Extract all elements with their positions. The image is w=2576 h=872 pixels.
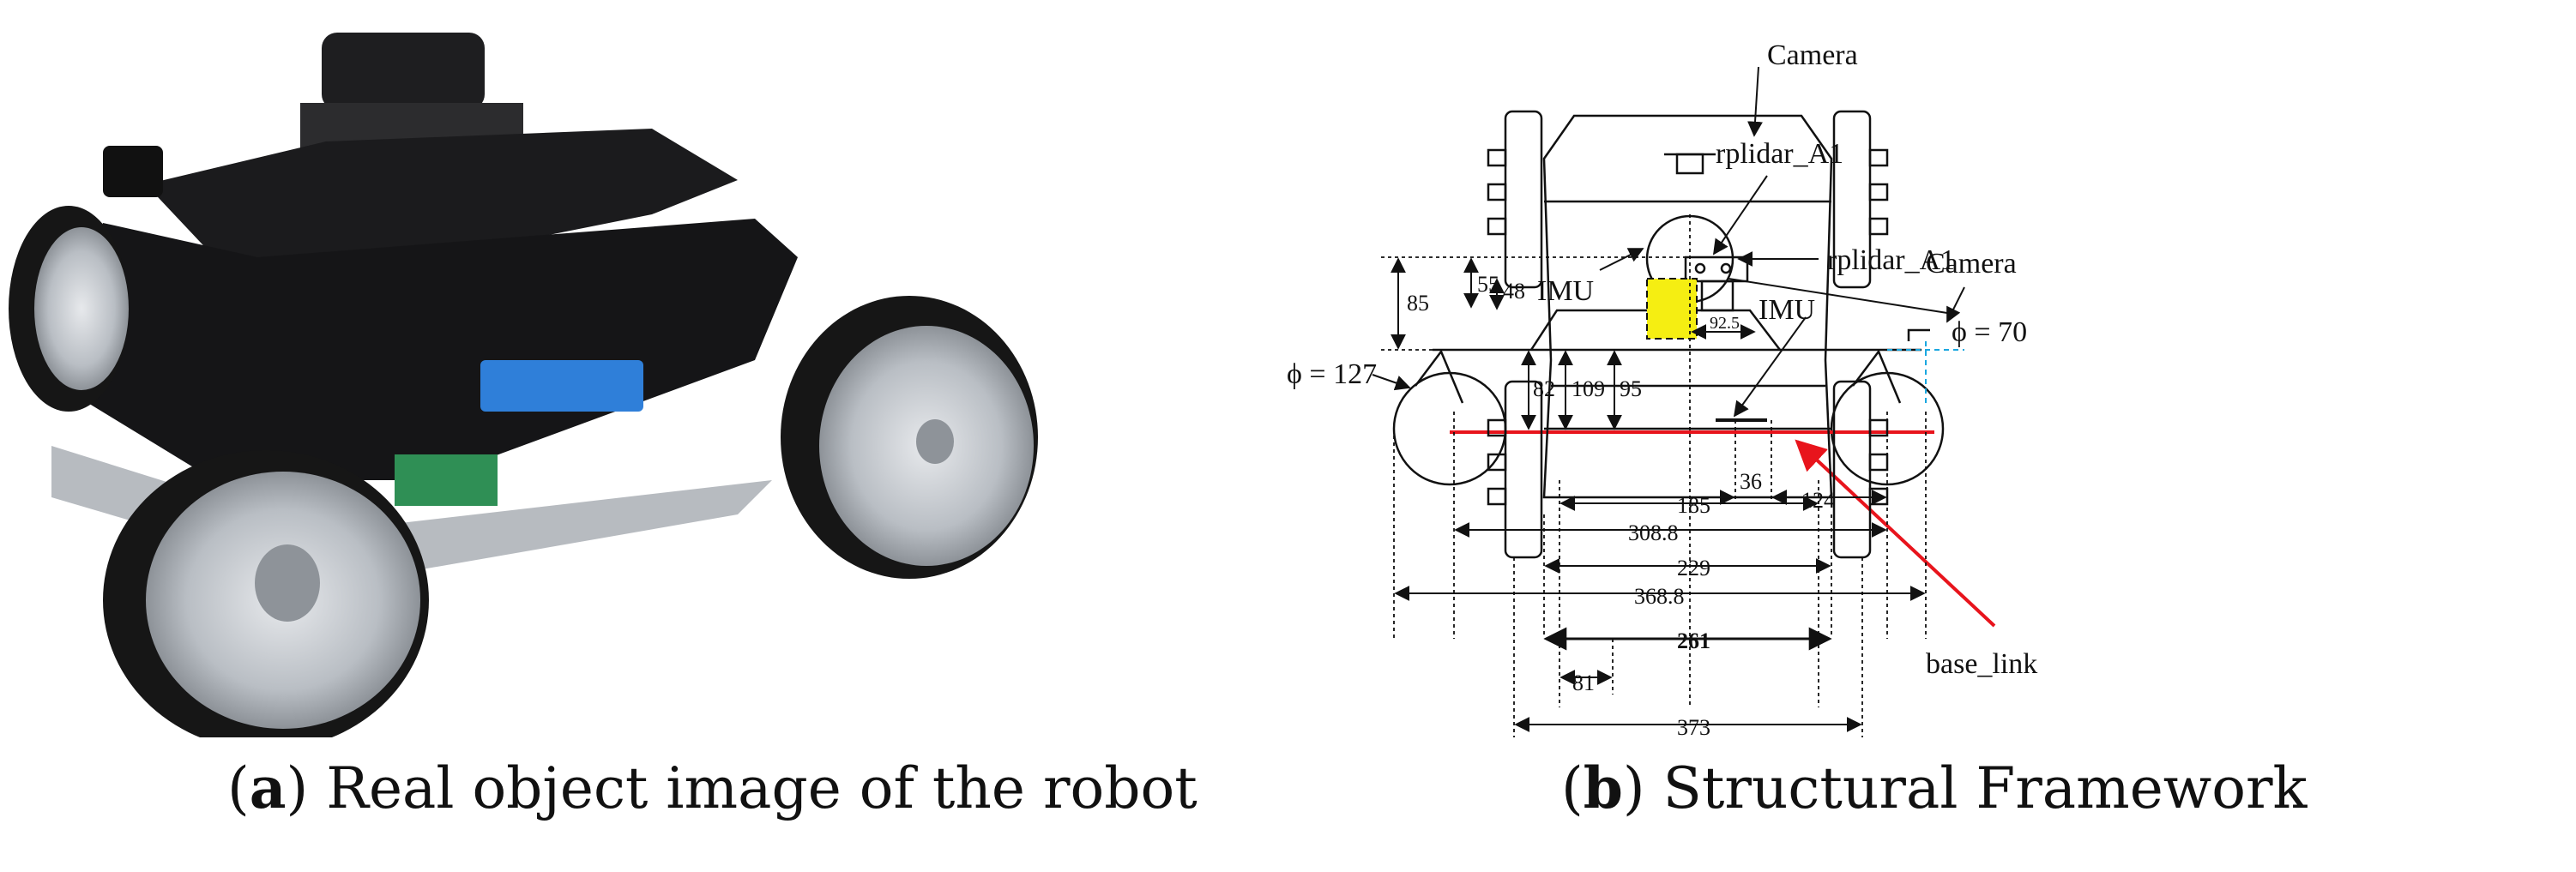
label-base-link: base_link [1926,648,2037,680]
wheel-front-left [103,450,429,737]
robot-photo-illustration [9,33,1038,737]
side-label-imu: IMU [1759,294,1815,326]
dim-36: 36 [1740,469,1762,494]
side-dim-extensions [1381,256,1927,639]
top-label-lidar: rplidar_A1 [1827,244,1955,276]
side-camera [1907,328,1930,341]
top-label-imu: IMU [1537,275,1594,307]
top-imu-box [1646,278,1698,340]
lidar-body [322,33,485,110]
dim-82: 82 [1533,376,1555,401]
top-wheel-rr [1832,380,1872,559]
dim-95: 95 [1620,376,1642,401]
dim-81: 81 [1572,671,1595,695]
upper-deck [146,129,738,296]
dim-373: 373 [1677,715,1710,740]
top-view [1487,110,1889,559]
top-label-lidar-diameter: ϕ = 70 [1952,316,2027,348]
camera-axis-dashed [1887,341,1964,403]
dim-368-8: 368.8 [1634,584,1685,609]
caption-a: (a) Real object image of the robot [227,755,1198,821]
top-wheel-fl [1504,110,1543,289]
dim-185: 185 [1677,493,1710,518]
battery-pack [480,360,643,412]
panel-b-structural-framework: 85 55 48 82 109 95 36 124 308.8 368.8 rp… [1287,0,2573,872]
side-label-lidar: rplidar_A1 [1716,138,1843,170]
dim-92-5: 92.5 [1710,314,1740,333]
side-label-wheel-diameter: ϕ = 127 [1287,358,1377,390]
panel-a-robot-photo: (a) Real object image of the robot [0,0,1227,872]
camera-module [103,146,163,197]
wheel-rear-right [781,296,1038,579]
dim-308-8: 308.8 [1628,520,1679,545]
chassis-body [60,219,798,480]
dim-55: 55 [1477,272,1499,297]
dim-261: 261 [1677,628,1710,653]
caption-b: (b) Structural Framework [1561,755,2308,821]
controller-board [395,454,498,506]
side-lidar-block [1684,256,1749,283]
structural-diagram: 85 55 48 82 109 95 36 124 308.8 368.8 rp… [1287,39,2037,740]
base-link-arrow [1795,439,1996,628]
dim-229: 229 [1677,556,1710,580]
top-camera [1675,153,1704,175]
side-label-camera: Camera [1926,248,2017,280]
dim-85: 85 [1407,291,1429,316]
wheel-rear-left [9,206,129,412]
top-label-camera: Camera [1767,39,1858,71]
top-wheel-rl [1504,380,1543,559]
top-body-outline [1542,114,1833,499]
dim-109: 109 [1572,376,1605,401]
